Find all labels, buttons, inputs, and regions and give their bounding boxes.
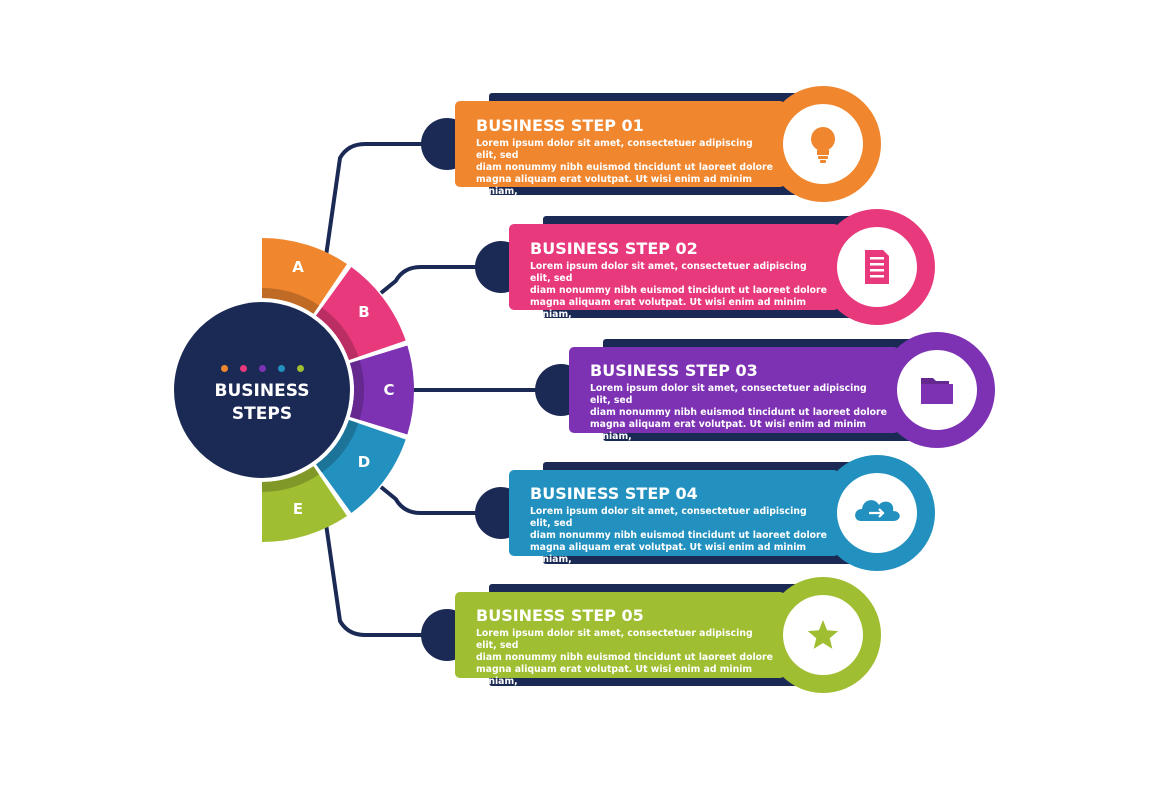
segment-a-inner-band — [262, 288, 320, 314]
connector-line-2 — [379, 265, 479, 295]
cloud-upload-icon — [855, 500, 900, 521]
document-line-1 — [870, 257, 884, 260]
document-line-2 — [870, 263, 884, 266]
hub-dot-purple — [258, 365, 266, 372]
step-04-body: Lorem ipsum dolor sit amet, consectetuer… — [530, 506, 827, 565]
step-1-banner — [455, 101, 785, 187]
lightbulb-neck — [817, 150, 829, 155]
document-icon — [865, 250, 889, 284]
lightbulb-glass — [811, 127, 835, 151]
segment-letter-d: D — [357, 453, 371, 471]
step-5-banner — [455, 592, 785, 678]
cloud-arrow — [869, 508, 885, 518]
step-03-body: Lorem ipsum dolor sit amet, consectetuer… — [590, 383, 887, 442]
connector-line-5 — [323, 516, 425, 637]
hub-dot-orange — [220, 365, 228, 372]
star-shape — [807, 620, 839, 649]
step-05-title: BUSINESS STEP 05 — [476, 606, 644, 625]
hub-dot-pink — [239, 365, 247, 372]
step-2-banner — [509, 224, 839, 310]
step-02-title: BUSINESS STEP 02 — [530, 239, 698, 258]
connector-line-4 — [379, 485, 479, 515]
document-line-4 — [870, 275, 884, 278]
lightbulb-base — [818, 156, 828, 159]
segment-c — [349, 345, 415, 435]
lightbulb-tip — [820, 160, 826, 163]
segment-b-inner-band — [316, 307, 359, 361]
step-3-banner — [569, 347, 899, 433]
document-line-3 — [870, 269, 884, 272]
segment-letter-c: C — [383, 381, 395, 399]
hub-dots — [176, 365, 348, 372]
segment-e-inner-band — [262, 466, 320, 492]
step-05-body: Lorem ipsum dolor sit amet, consectetuer… — [476, 628, 773, 687]
segment-letter-b: B — [358, 303, 370, 321]
connector-line-1 — [323, 142, 425, 264]
segment-letter-e: E — [292, 500, 304, 518]
step-02-body: Lorem ipsum dolor sit amet, consectetuer… — [530, 261, 827, 320]
document-sheet — [865, 250, 889, 284]
step-4-banner — [509, 470, 839, 556]
step-01-title: BUSINESS STEP 01 — [476, 116, 644, 135]
folder-front — [921, 384, 953, 404]
step-04-title: BUSINESS STEP 04 — [530, 484, 698, 503]
hub-title: BUSINESS STEPS — [214, 381, 310, 424]
hub-dot-blue — [277, 365, 285, 372]
step-01-body: Lorem ipsum dolor sit amet, consectetuer… — [476, 138, 773, 197]
folder-back — [921, 378, 949, 384]
segment-c-inner-band — [349, 360, 364, 420]
step-03-title: BUSINESS STEP 03 — [590, 361, 758, 380]
folder-icon — [921, 378, 953, 404]
hub-circle — [174, 302, 350, 478]
hub-dot-green — [296, 365, 304, 372]
lightbulb-icon — [811, 127, 835, 163]
cloud-shape — [855, 500, 900, 521]
star-icon — [807, 620, 839, 649]
segment-d-inner-band — [316, 419, 359, 473]
segment-letter-a: A — [292, 258, 304, 276]
